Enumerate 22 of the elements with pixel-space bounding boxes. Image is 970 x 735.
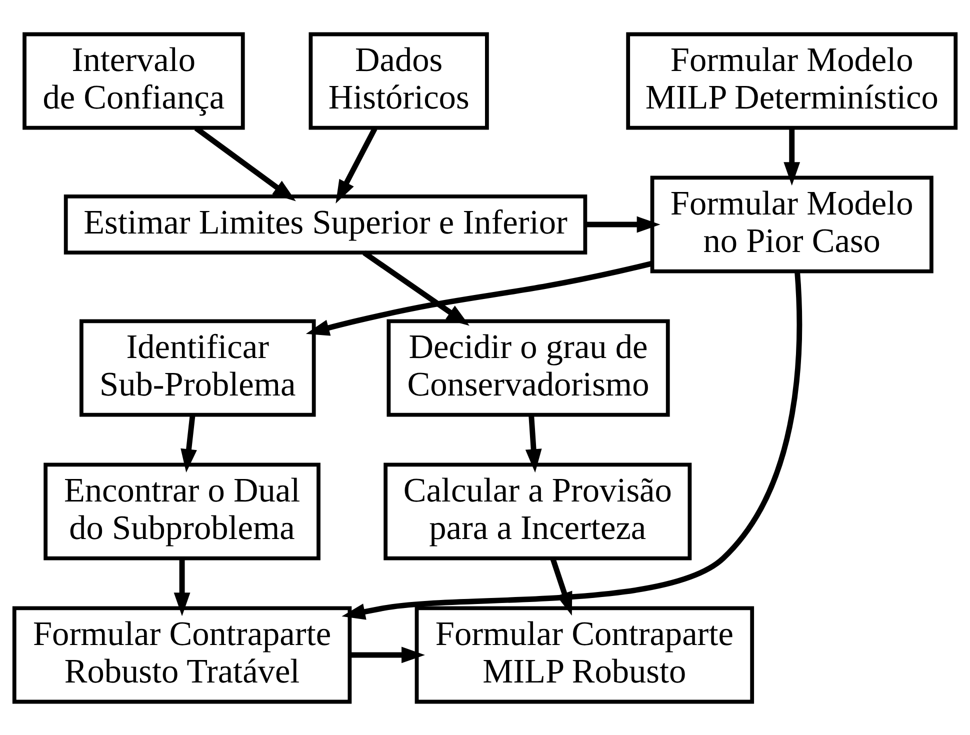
node-box: Intervalo de Confiança xyxy=(22,32,245,130)
arrow xyxy=(342,270,802,620)
arrow xyxy=(550,558,572,616)
node-box: Encontrar o Dual do Subproblema xyxy=(44,462,320,560)
node-box: Estimar Limites Superior e Inferior xyxy=(64,194,588,254)
node-box: Formular Modelo no Pior Caso xyxy=(650,175,934,273)
node-box: Calcular a Provisão para a Incerteza xyxy=(384,462,692,560)
node-box: Formular Contraparte MILP Robusto xyxy=(414,606,754,704)
arrow xyxy=(306,260,653,336)
node-box: Identificar Sub-Problema xyxy=(80,318,316,416)
arrow xyxy=(784,128,800,186)
arrow xyxy=(362,250,470,326)
arrow xyxy=(336,126,378,203)
arrow xyxy=(174,558,190,616)
node-box: Dados Históricos xyxy=(308,32,489,130)
arrow xyxy=(586,216,660,232)
node-box: Formular Modelo MILP Determinístico xyxy=(626,32,958,130)
arrow xyxy=(525,414,542,472)
arrow xyxy=(350,646,425,663)
arrow xyxy=(180,414,197,472)
node-box: Formular Contraparte Robusto Tratável xyxy=(12,606,352,704)
node-box: Decidir o grau de Conservadorismo xyxy=(386,318,670,416)
